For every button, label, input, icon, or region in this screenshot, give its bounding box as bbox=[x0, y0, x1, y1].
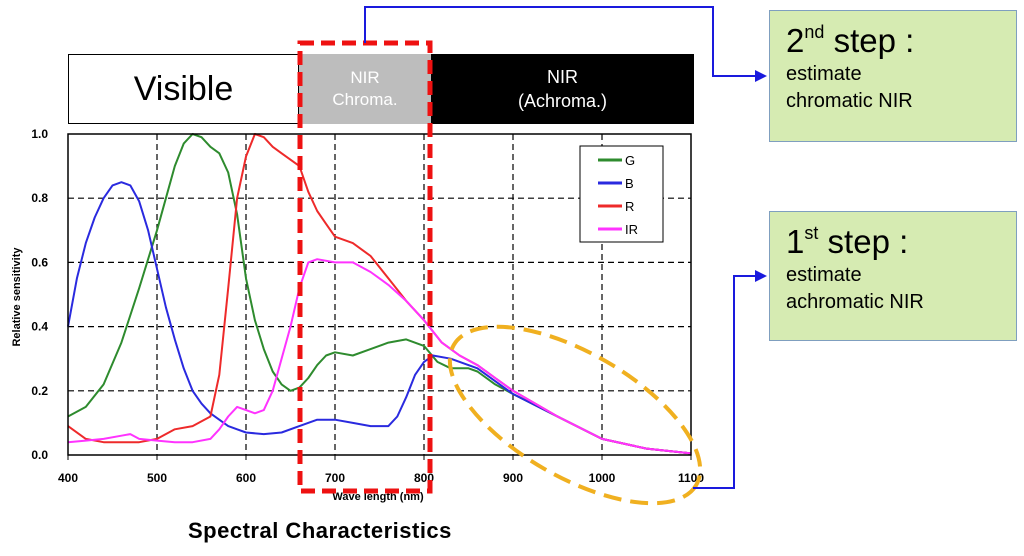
chart-title: Spectral Characteristics bbox=[188, 518, 452, 543]
x-tick-label: 700 bbox=[325, 471, 345, 485]
x-tick-label: 600 bbox=[236, 471, 256, 485]
band-nir-achroma-line2: (Achroma.) bbox=[517, 91, 607, 111]
step-1-connector bbox=[693, 275, 763, 489]
y-tick-label: 1.0 bbox=[31, 127, 48, 141]
y-tick-label: 0.4 bbox=[31, 320, 48, 334]
y-tick-label: 0.8 bbox=[31, 191, 48, 205]
x-axis-label: Wave length (nm) bbox=[332, 491, 424, 503]
legend-label-ir: IR bbox=[625, 222, 638, 237]
legend-label-b: B bbox=[625, 176, 634, 191]
band-nir-chroma-line2: Chroma. bbox=[332, 90, 398, 109]
y-axis-label: Relative sensitivity bbox=[11, 247, 23, 347]
y-tick-label: 0.6 bbox=[31, 255, 48, 269]
y-tick-label: 0.2 bbox=[31, 384, 48, 398]
plot-frame bbox=[67, 133, 692, 456]
legend-label-r: R bbox=[625, 199, 634, 214]
step-1-desc-line2: achromatic NIR bbox=[786, 291, 924, 313]
series-line-ir bbox=[67, 258, 692, 455]
step-1-desc-line1: estimate bbox=[786, 264, 862, 286]
step-2-arrowhead bbox=[755, 70, 767, 82]
step-2-connector bbox=[364, 6, 763, 77]
step-2-box: 2nd step : estimate chromatic NIR bbox=[769, 10, 1017, 142]
legend-box bbox=[579, 145, 664, 243]
x-tick-label: 1000 bbox=[589, 471, 616, 485]
series-line-g bbox=[67, 133, 692, 455]
step-2-desc-line2: chromatic NIR bbox=[786, 90, 913, 112]
step-1-arrowhead bbox=[755, 270, 767, 282]
step-1-title: 1st step : bbox=[786, 223, 909, 260]
band-nir-chroma: NIR Chroma. bbox=[299, 54, 431, 124]
step-1-box: 1st step : estimate achromatic NIR bbox=[769, 211, 1017, 341]
y-tick-label: 0.0 bbox=[31, 448, 48, 462]
band-visible: Visible bbox=[68, 54, 299, 124]
chart-legend: GBR IR bbox=[579, 145, 664, 243]
x-tick-label: 500 bbox=[147, 471, 167, 485]
nir-chroma-highlight-box bbox=[297, 40, 433, 494]
band-nir-achroma-line1: NIR bbox=[546, 67, 578, 87]
chart-grid bbox=[68, 134, 691, 455]
step-2-title: 2nd step : bbox=[786, 22, 915, 59]
series-line-b bbox=[67, 181, 692, 455]
band-nir-achroma: NIR (Achroma.) bbox=[431, 54, 694, 124]
band-nir-chroma-line1: NIR bbox=[350, 68, 380, 87]
achromatic-ellipse bbox=[447, 324, 703, 506]
legend-label-g: G bbox=[625, 153, 635, 168]
band-visible-label: Visible bbox=[133, 69, 234, 108]
x-tick-label: 400 bbox=[58, 471, 78, 485]
x-tick-label: 900 bbox=[503, 471, 523, 485]
step-2-desc-line1: estimate bbox=[786, 63, 862, 85]
